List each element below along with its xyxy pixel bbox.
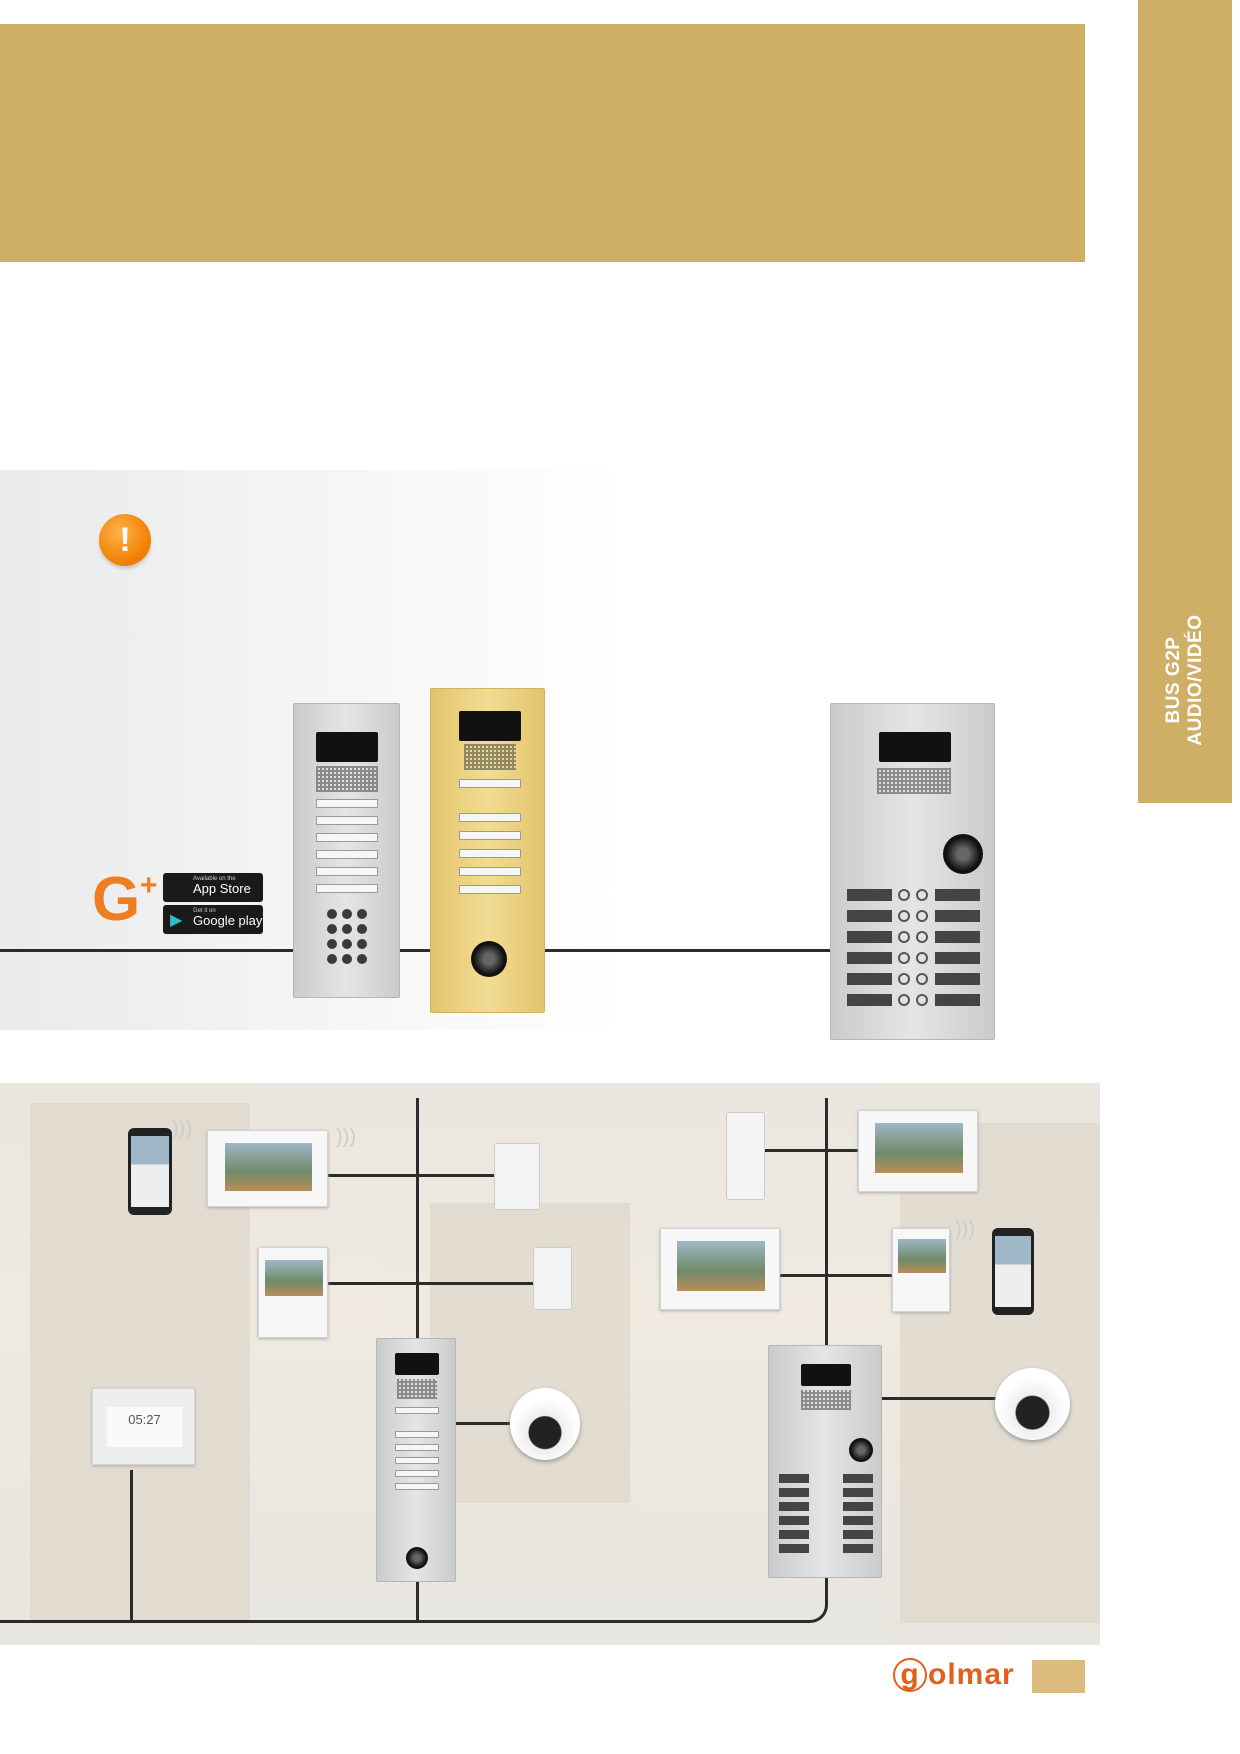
- branch-line: [780, 1274, 892, 1277]
- door-panel-keypad: [293, 703, 400, 998]
- wifi-icon: ))): [955, 1218, 975, 1240]
- door-panel: [376, 1338, 456, 1582]
- riser-line-2: [825, 1098, 828, 1588]
- video-monitor: [892, 1228, 950, 1312]
- header-banner: [0, 24, 1085, 262]
- badge-small-text: Available on the: [193, 876, 236, 882]
- bus-line-bottom: [0, 1620, 805, 1623]
- badge-big-text: Google play: [193, 913, 263, 928]
- logo-text: olmar: [928, 1658, 1015, 1691]
- page-number-box: [1032, 1660, 1085, 1693]
- branch-line: [880, 1397, 1000, 1400]
- video-monitor: [858, 1110, 978, 1192]
- audio-handset: [533, 1247, 572, 1310]
- branch-line: [328, 1282, 535, 1285]
- badge-small-text: Get it on: [193, 908, 216, 914]
- wifi-icon: ))): [336, 1126, 356, 1148]
- bus-line-top: [0, 949, 830, 952]
- play-icon: ▶: [170, 912, 183, 929]
- bus-curve: [800, 1570, 828, 1623]
- dome-camera: [995, 1368, 1070, 1440]
- g-logo: G: [92, 865, 141, 934]
- audio-handset: [726, 1112, 765, 1200]
- audio-unit: [494, 1143, 540, 1210]
- badge-big-text: App Store: [193, 881, 251, 896]
- warning-icon: !: [99, 514, 151, 566]
- video-monitor: [258, 1247, 328, 1338]
- side-tab-line2: AUDIO/VIDÉO: [1185, 614, 1206, 746]
- branch-line: [765, 1149, 858, 1152]
- branch-line: [328, 1174, 495, 1177]
- monitor-clock: 05:27: [107, 1407, 182, 1447]
- branch-line: [455, 1422, 515, 1425]
- door-panel-gold: [430, 688, 545, 1013]
- plus-sign: +: [140, 869, 158, 902]
- video-monitor: [207, 1130, 328, 1207]
- door-panel-directory: [830, 703, 995, 1040]
- g-plus-app-logo: G+: [92, 869, 158, 931]
- smartphone: [128, 1128, 172, 1215]
- logo-initial: g: [893, 1658, 927, 1692]
- door-panel-directory: [768, 1345, 882, 1578]
- smartphone: [992, 1228, 1034, 1315]
- side-tab-line1: BUS G2P: [1163, 636, 1184, 724]
- wifi-icon: ))): [172, 1118, 192, 1140]
- touch-monitor: 05:27: [92, 1388, 195, 1465]
- video-monitor: [660, 1228, 780, 1310]
- branch-line: [130, 1470, 133, 1622]
- dome-camera: [510, 1388, 580, 1460]
- installation-diagram-background: [0, 1083, 1100, 1645]
